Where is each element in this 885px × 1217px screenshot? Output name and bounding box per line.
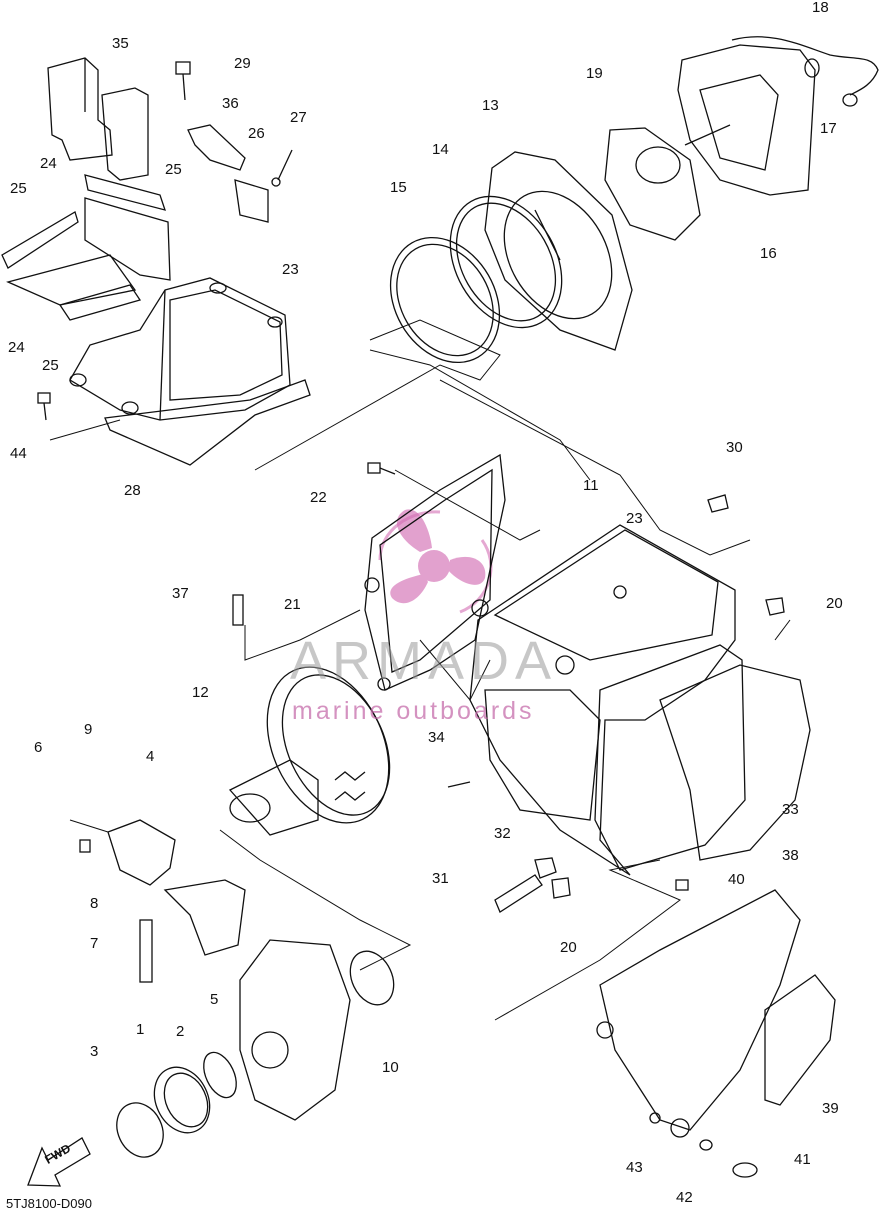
part-32-clamp xyxy=(534,857,557,879)
callout-39: 39 xyxy=(822,1100,839,1117)
part-16-air-filter xyxy=(677,44,816,196)
callout-31: 31 xyxy=(432,870,449,887)
callout-32: 32 xyxy=(494,825,511,842)
part-35-duct xyxy=(47,57,149,181)
part-4-joint xyxy=(107,819,176,886)
callout-33: 33 xyxy=(782,801,799,818)
part-11-air-box xyxy=(469,524,746,876)
callout-22: 22 xyxy=(310,489,327,506)
callout-5: 5 xyxy=(210,991,219,1008)
callout-20-right: 20 xyxy=(826,595,843,612)
callout-36: 36 xyxy=(222,95,239,112)
part-39-plate xyxy=(764,974,836,1106)
watermark-logo-icon xyxy=(390,509,486,604)
callout-1: 1 xyxy=(136,1021,145,1038)
callout-38: 38 xyxy=(782,847,799,864)
callout-13: 13 xyxy=(482,97,499,114)
part-21-side-cover xyxy=(364,453,506,691)
part-3-clamp xyxy=(116,1102,164,1158)
callout-17: 17 xyxy=(820,120,837,137)
carburetor xyxy=(239,939,351,1121)
callout-24-top: 24 xyxy=(40,155,57,172)
part-2-clamp xyxy=(203,1051,237,1099)
part-40-41-bolts xyxy=(649,879,758,1178)
callout-21: 21 xyxy=(284,596,301,613)
part-12-intake-duct xyxy=(228,666,391,836)
part-29-bolt xyxy=(175,61,191,101)
callout-14: 14 xyxy=(432,141,449,158)
part-26-plate xyxy=(234,179,269,223)
callout-25-bottom: 25 xyxy=(42,357,59,374)
callout-10: 10 xyxy=(382,1059,399,1076)
callout-28: 28 xyxy=(124,482,141,499)
part-31-tube xyxy=(494,874,543,913)
part-37-breather xyxy=(232,594,244,626)
callout-6: 6 xyxy=(34,739,43,756)
part-27-screw xyxy=(271,149,293,187)
callout-37: 37 xyxy=(172,585,189,602)
callout-25-top: 25 xyxy=(165,161,182,178)
part-7-hose xyxy=(139,919,153,983)
part-20-nut xyxy=(551,597,785,899)
callout-11: 11 xyxy=(583,477,599,494)
callout-4: 4 xyxy=(146,748,155,765)
callout-40: 40 xyxy=(728,871,745,888)
callout-19: 19 xyxy=(586,65,603,82)
callout-24-bottom: 24 xyxy=(8,339,25,356)
callout-23-mid: 23 xyxy=(626,510,643,527)
callout-7: 7 xyxy=(90,935,99,952)
part-19-filter-guide xyxy=(604,124,731,241)
part-1-joint xyxy=(153,1066,211,1134)
part-9-bolt xyxy=(79,839,91,853)
part-15-ring xyxy=(389,236,501,364)
part-5-band xyxy=(163,879,246,956)
callout-26: 26 xyxy=(248,125,265,142)
fwd-arrow-icon xyxy=(27,1137,91,1187)
callout-9: 9 xyxy=(84,721,93,738)
part-24-25-seals xyxy=(1,174,171,321)
callout-20-bottom: 20 xyxy=(560,939,577,956)
callout-18: 18 xyxy=(812,0,829,16)
part-33-gasket xyxy=(659,664,811,861)
watermark-title: ARMADA xyxy=(290,631,558,691)
part-28-gasket xyxy=(104,379,311,466)
callout-25-left: 25 xyxy=(10,180,27,197)
callout-35: 35 xyxy=(112,35,129,52)
callout-44: 44 xyxy=(10,445,27,462)
part-17-18-clip xyxy=(731,36,879,107)
part-22-screw xyxy=(367,462,396,475)
callout-2: 2 xyxy=(176,1023,185,1040)
leader-lines xyxy=(49,319,791,1021)
part-10-clamp xyxy=(349,950,395,1006)
watermark-subtitle: marine outboards xyxy=(292,697,535,725)
part-36-bracket xyxy=(187,124,246,171)
part-13-filter-frame xyxy=(484,151,633,351)
callout-41: 41 xyxy=(794,1151,811,1168)
callout-12: 12 xyxy=(192,684,209,701)
callout-34: 34 xyxy=(428,729,445,746)
part-23-air-box-cover xyxy=(69,277,291,421)
part-14-band xyxy=(449,195,563,329)
part-30-nut xyxy=(707,494,729,513)
callout-16: 16 xyxy=(760,245,777,262)
callout-27: 27 xyxy=(290,109,307,126)
callout-30: 30 xyxy=(726,439,743,456)
callout-29: 29 xyxy=(234,55,251,72)
callout-8: 8 xyxy=(90,895,99,912)
callout-43: 43 xyxy=(626,1159,643,1176)
drawing-code: 5TJ8100-D090 xyxy=(6,1196,92,1211)
callout-23-top: 23 xyxy=(282,261,299,278)
callout-15: 15 xyxy=(390,179,407,196)
part-38-side-panel xyxy=(596,889,801,1138)
part-34-screw xyxy=(447,781,471,788)
callout-3: 3 xyxy=(90,1043,99,1060)
callout-42: 42 xyxy=(676,1189,693,1206)
part-44-bolt xyxy=(37,392,51,421)
